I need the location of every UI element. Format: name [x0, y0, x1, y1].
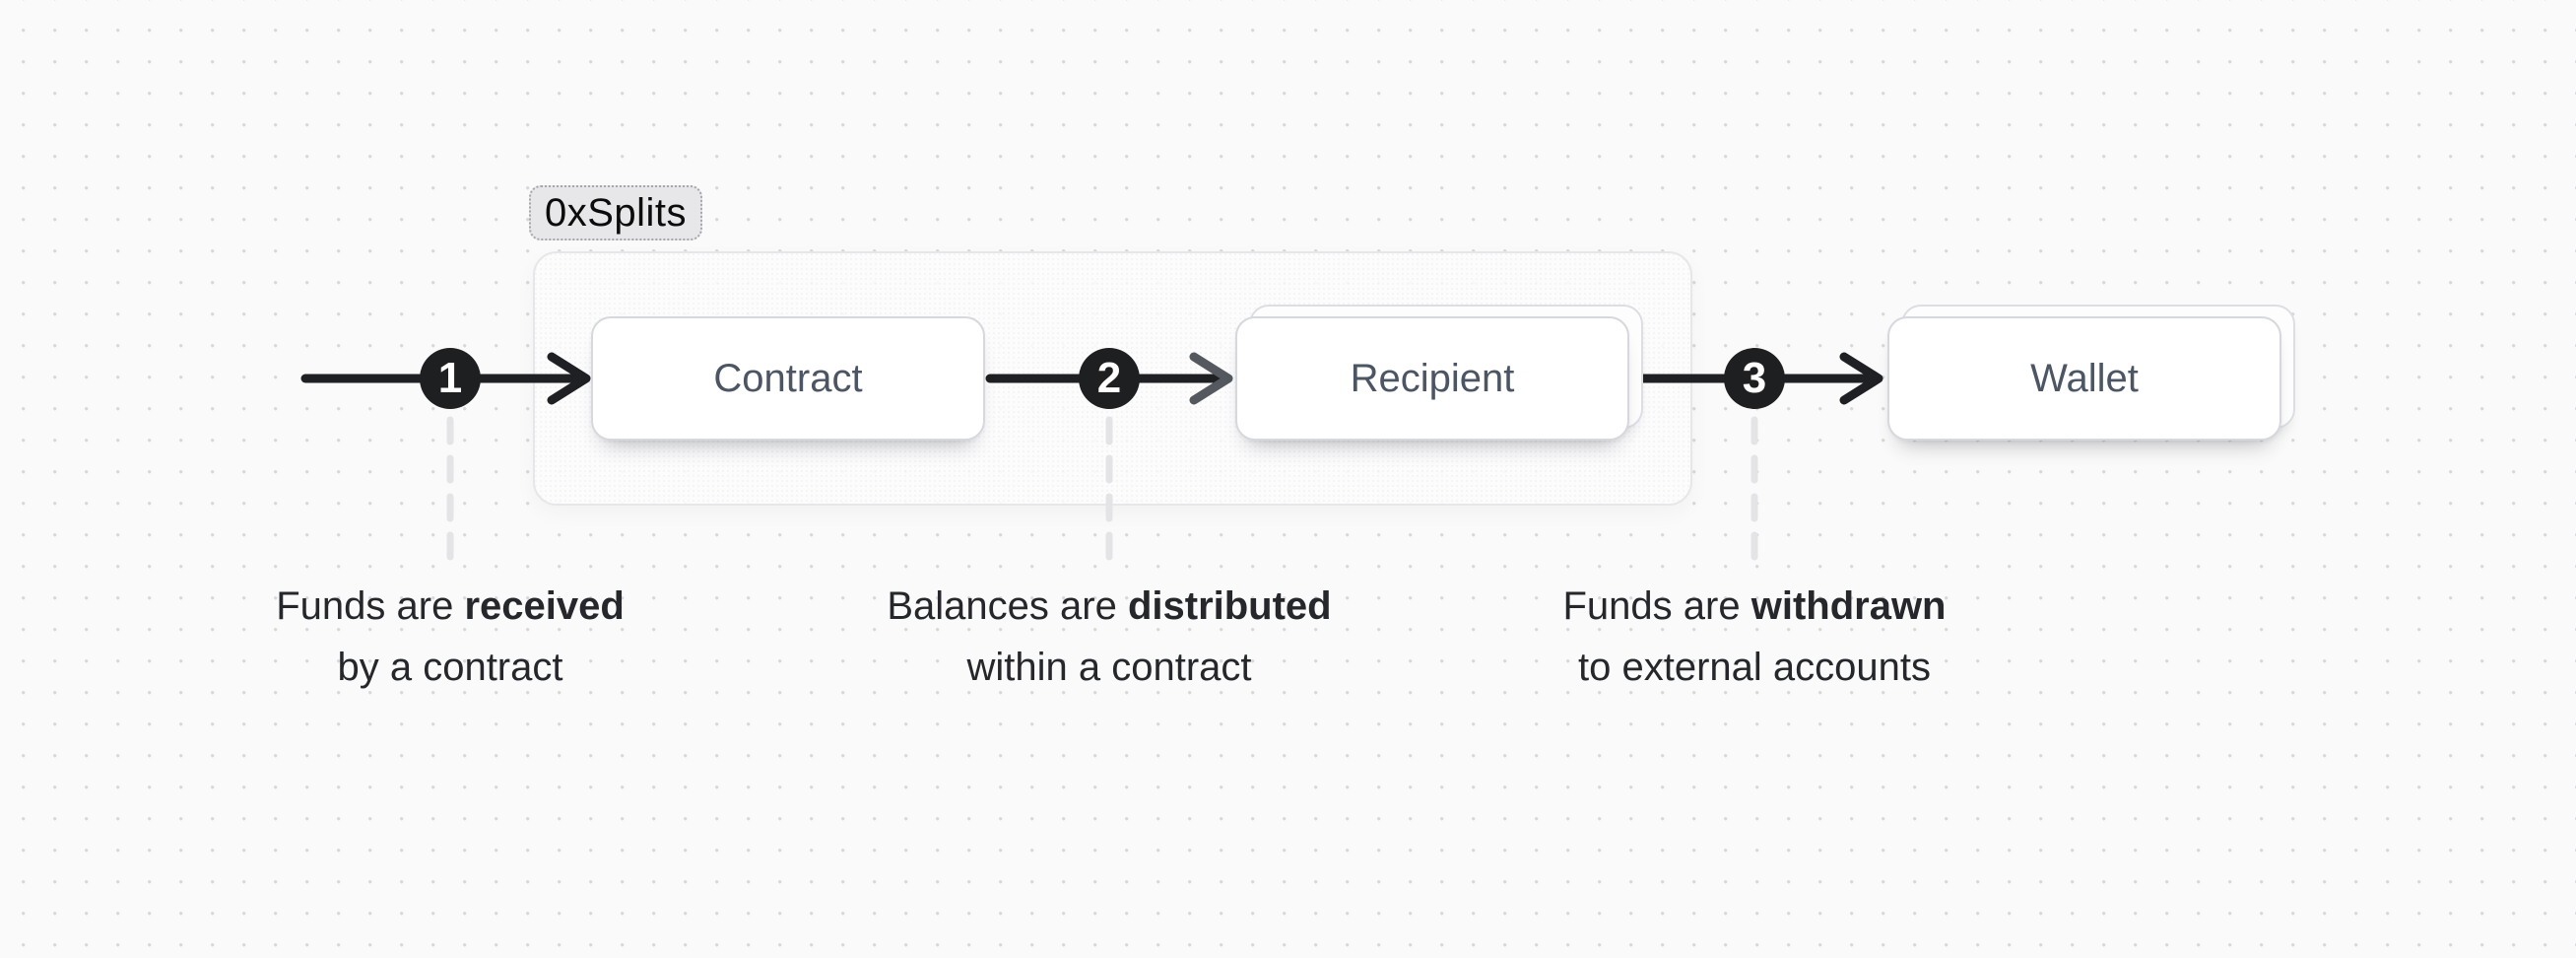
node-contract-label: Contract: [713, 356, 863, 400]
node-recipient-label: Recipient: [1350, 356, 1515, 400]
step-marker-2: 2: [1079, 348, 1140, 409]
arrow-right-icon: [1839, 352, 1883, 405]
step-marker-1: 1: [420, 348, 481, 409]
connector-dash-1: [446, 416, 454, 566]
caption-step-3-line1: Funds are withdrawn: [1410, 576, 2099, 637]
caption-step-2: Balances are distributed within a contra…: [764, 576, 1454, 698]
caption-step-1-lead: Funds are: [276, 584, 465, 628]
node-wallet-card: Wallet: [1887, 316, 2281, 441]
caption-step-2-line2: within a contract: [966, 646, 1252, 689]
caption-step-2-line1: Balances are distributed: [764, 576, 1454, 637]
oxsplits-badge: 0xSplits: [529, 185, 702, 240]
caption-step-2-emphasis: distributed: [1127, 584, 1332, 628]
arrow-right-icon: [547, 352, 591, 405]
caption-step-1: Funds are received by a contract: [105, 576, 795, 698]
caption-step-1-line2: by a contract: [337, 646, 563, 689]
node-recipient: Recipient: [1235, 305, 1643, 441]
step-marker-3: 3: [1724, 348, 1785, 409]
step-marker-2-number: 2: [1096, 354, 1122, 402]
node-recipient-card: Recipient: [1235, 316, 1629, 441]
node-contract-card: Contract: [591, 316, 985, 441]
oxsplits-badge-label: 0xSplits: [544, 190, 688, 235]
connector-dash-2: [1105, 416, 1113, 566]
caption-step-2-lead: Balances are: [887, 584, 1128, 628]
caption-step-3: Funds are withdrawn to external accounts: [1410, 576, 2099, 698]
step-marker-3-number: 3: [1742, 354, 1767, 402]
caption-step-1-line1: Funds are received: [105, 576, 795, 637]
node-contract: Contract: [591, 305, 999, 441]
caption-step-1-emphasis: received: [464, 584, 625, 628]
node-wallet: Wallet: [1887, 305, 2295, 441]
arrow-right-icon: [1189, 352, 1233, 405]
caption-step-3-line2: to external accounts: [1578, 646, 1931, 689]
node-wallet-label: Wallet: [2030, 356, 2139, 400]
caption-step-3-lead: Funds are: [1562, 584, 1751, 628]
caption-step-3-emphasis: withdrawn: [1750, 584, 1947, 628]
step-marker-1-number: 1: [437, 354, 463, 402]
connector-dash-3: [1750, 416, 1758, 566]
